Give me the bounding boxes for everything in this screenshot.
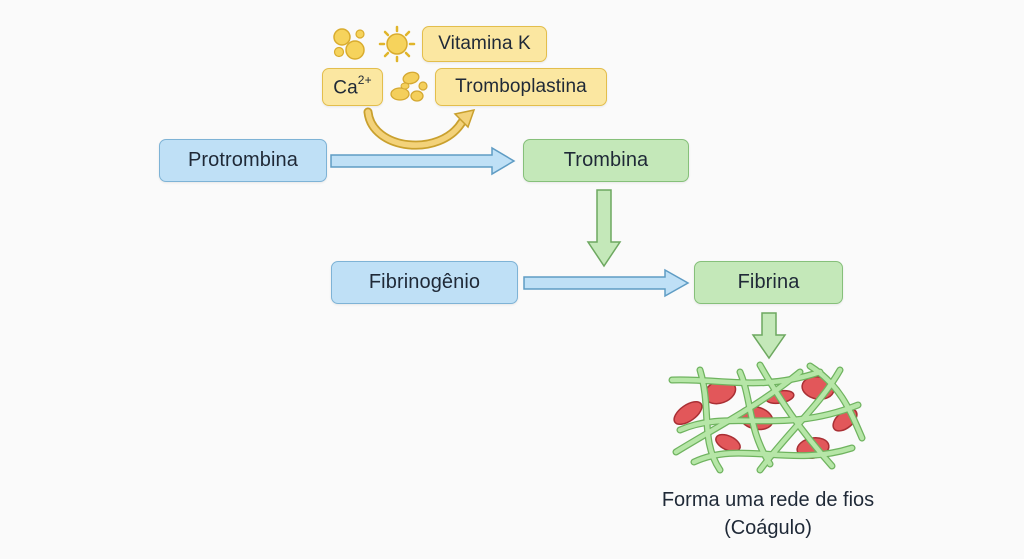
sun-icon (378, 25, 416, 63)
arrow-fibrina-down (751, 312, 787, 360)
calcio-base: Ca (333, 77, 358, 99)
calcio-box: Ca2+ (322, 68, 383, 106)
caption-line-1: Forma uma rede de fios (661, 489, 875, 511)
protrombina-label: Protrombina (187, 149, 299, 171)
fibrina-box: Fibrina (694, 261, 843, 304)
protrombina-box: Protrombina (159, 139, 327, 182)
calcio-charge: 2+ (357, 72, 372, 87)
vitamina-k-box: Vitamina K (422, 26, 547, 62)
circles-cluster-icon (333, 28, 365, 60)
vitamina-k-label: Vitamina K (438, 33, 531, 54)
trombina-box: Trombina (523, 139, 689, 182)
clot-caption: Forma uma rede de fios (Coágulo) (618, 486, 918, 542)
arrow-fibrinogenio-fibrina (523, 268, 690, 298)
fibrinogenio-label: Fibrinogênio (368, 271, 481, 293)
calcio-label: Ca2+ (333, 72, 372, 99)
blood-clot-illustration (668, 361, 866, 474)
platelets-icon (390, 71, 428, 102)
fibrina-label: Fibrina (737, 271, 800, 293)
tromboplastina-box: Tromboplastina (435, 68, 607, 106)
caption-line-2: (Coágulo) (724, 517, 812, 539)
trombina-label: Trombina (563, 149, 649, 171)
tromboplastina-label: Tromboplastina (455, 76, 587, 97)
fibrinogenio-box: Fibrinogênio (331, 261, 518, 304)
arrow-protrombina-trombina (330, 146, 516, 176)
arrow-trombina-down (586, 189, 622, 268)
curved-arrow-icon (363, 107, 476, 150)
